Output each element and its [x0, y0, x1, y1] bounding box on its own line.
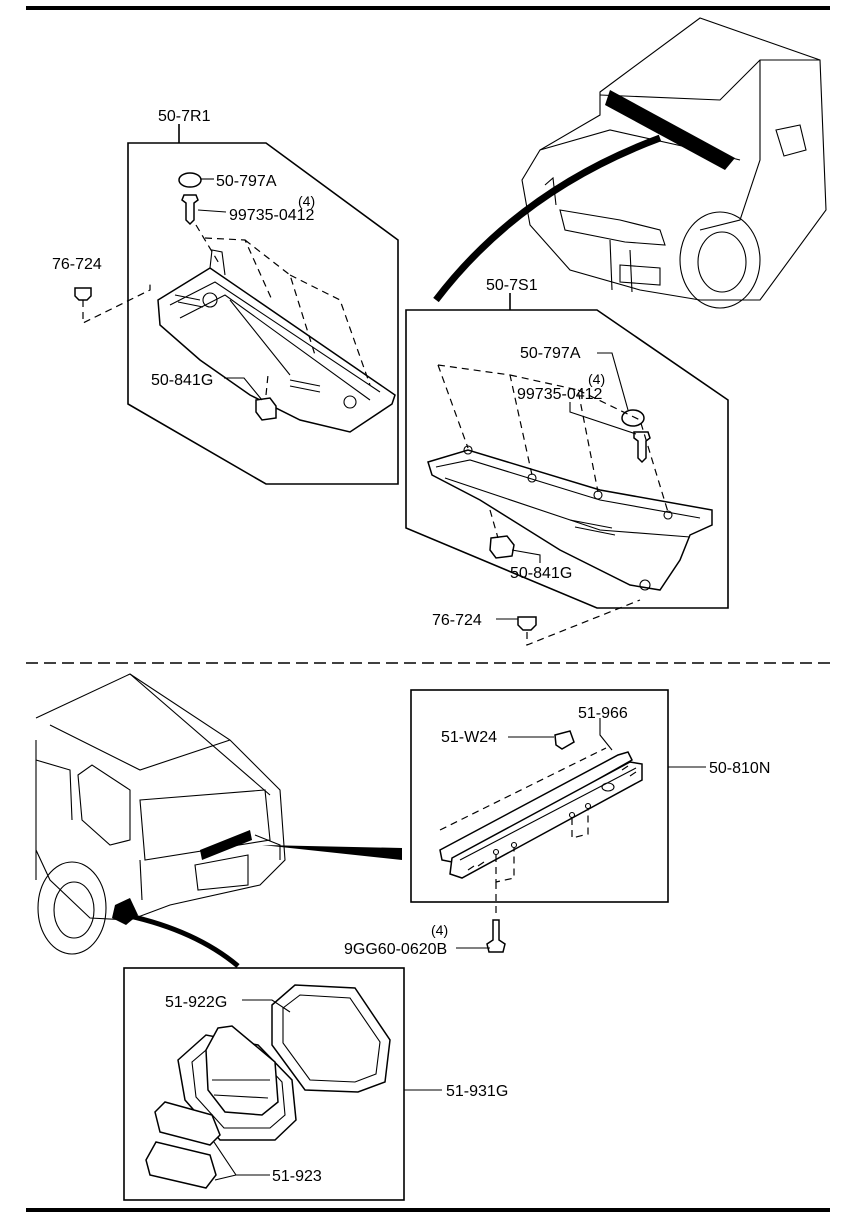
- pointer-curve-light: [124, 912, 240, 968]
- cowl-left-box: [127, 124, 399, 485]
- pointer-wedge-garnish: [262, 845, 402, 860]
- cowl-left-leaders: [197, 178, 263, 401]
- cowl-right-dashed-guides: [437, 364, 669, 646]
- garnish-assembly-label: 50-810N: [709, 760, 770, 777]
- light-box: [123, 967, 442, 1201]
- garnish-bolt-qty: (4): [431, 922, 448, 938]
- garnish-fasteners: [486, 730, 575, 953]
- cap-right-label: 50-797A: [520, 345, 581, 362]
- cowl-right-box: [405, 293, 729, 609]
- garnish-dashed-guides: [439, 747, 607, 918]
- garnish-leaders: [456, 718, 613, 949]
- cowl-left-panel: [157, 249, 396, 433]
- fastener-left-label: 50-841G: [151, 372, 213, 389]
- garnish-box: [410, 689, 706, 903]
- clip-left-label: 76-724: [52, 256, 102, 273]
- cowl-left-dashed-guides: [82, 224, 371, 396]
- cowl-right-label: 50-7S1: [486, 277, 538, 294]
- screw-left-label: 99735-0412: [229, 207, 315, 224]
- vehicle-rear-illustration: [35, 673, 286, 955]
- light-seal-part: [271, 984, 391, 1093]
- light-leaders: [213, 999, 291, 1181]
- light-lens-parts: [145, 1101, 221, 1189]
- vehicle-front-illustration: [521, 17, 827, 309]
- garnish-seal-label: 51-966: [578, 705, 628, 722]
- pointer-curve-top: [433, 134, 662, 303]
- screw-right-qty: (4): [588, 371, 605, 387]
- light-lens-label: 51-923: [272, 1168, 322, 1185]
- cowl-left-label: 50-7R1: [158, 108, 211, 125]
- cap-left-label: 50-797A: [216, 173, 277, 190]
- garnish-part: [439, 751, 643, 879]
- cowl-right-leaders: [496, 352, 637, 620]
- garnish-nut-label: 51-W24: [441, 729, 497, 746]
- cowl-left-fasteners: [74, 172, 277, 421]
- garnish-bolt-label: 9GG60-0620B: [344, 941, 447, 958]
- screw-right-label: 99735-0412: [517, 386, 603, 403]
- light-seal-label: 51-922G: [165, 994, 227, 1011]
- screw-left-qty: (4): [298, 193, 315, 209]
- light-assembly-label: 51-931G: [446, 1083, 508, 1100]
- clip-right-label: 76-724: [432, 612, 482, 629]
- fastener-right-label: 50-841G: [510, 565, 572, 582]
